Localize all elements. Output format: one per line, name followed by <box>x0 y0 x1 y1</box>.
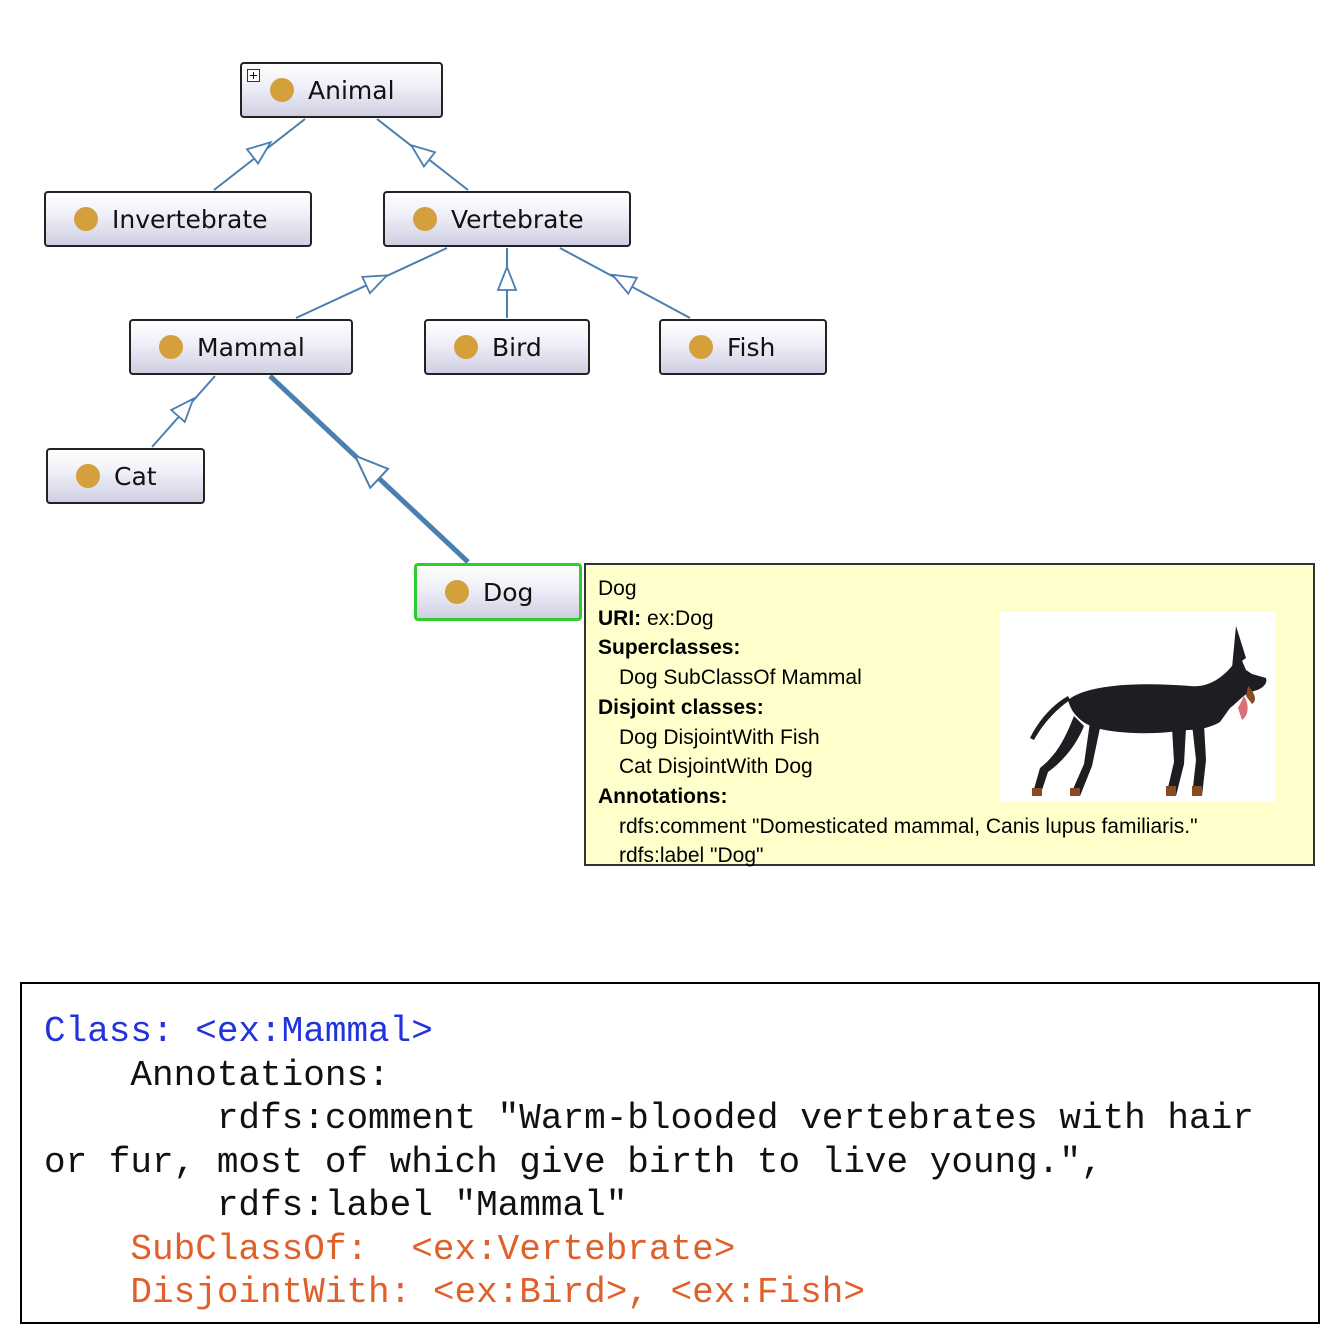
code-line: rdfs:comment "Warm-blooded vertebrates w… <box>44 1098 1254 1139</box>
class-icon <box>689 335 713 359</box>
uri-label: URI: <box>598 606 642 630</box>
class-icon <box>454 335 478 359</box>
superclasses-heading: Superclasses: <box>598 636 741 660</box>
node-label: Bird <box>492 332 542 362</box>
class-hierarchy-edges <box>151 118 691 564</box>
annotations-heading: Annotations: <box>598 784 728 808</box>
node-fish[interactable]: Fish <box>659 319 827 375</box>
tooltip-title: Dog <box>598 577 637 600</box>
node-invertebrate[interactable]: Invertebrate <box>44 191 312 247</box>
class-icon <box>445 580 469 604</box>
node-label: Invertebrate <box>112 204 268 234</box>
node-vertebrate[interactable]: Vertebrate <box>383 191 631 247</box>
disjoint-item: Dog DisjointWith Fish <box>619 725 820 749</box>
edge-vertebrate-animal <box>376 118 469 191</box>
disjoint-heading: Disjoint classes: <box>598 695 764 719</box>
edge-mammal-vertebrate <box>295 247 448 319</box>
edge-cat-mammal <box>151 375 216 448</box>
node-cat[interactable]: Cat <box>46 448 205 504</box>
node-label: Dog <box>483 577 534 607</box>
code-line: or fur, most of which give birth to live… <box>44 1141 1103 1183</box>
node-label: Fish <box>727 332 776 362</box>
edge-invertebrate-animal <box>213 118 306 191</box>
code-line: DisjointWith: <ex:Bird>, <ex:Fish> <box>44 1272 865 1313</box>
class-tooltip: Dog URI: ex:Dog Superclasses: Dog SubCla… <box>584 563 1315 867</box>
code-line: Class: <ex:Mammal> <box>44 1011 433 1052</box>
node-label: Vertebrate <box>451 204 584 234</box>
edge-fish-vertebrate <box>559 247 691 319</box>
expand-icon[interactable] <box>247 69 260 82</box>
uri-value: ex:Dog <box>647 606 714 630</box>
annotation-item: rdfs:label "Dog" <box>619 844 764 868</box>
disjoint-item: Cat DisjointWith Dog <box>619 755 813 779</box>
node-bird[interactable]: Bird <box>424 319 590 375</box>
node-dog[interactable]: Dog <box>414 563 582 621</box>
tooltip-uri: URI: ex:Dog <box>598 604 1301 634</box>
edge-dog-mammal <box>268 374 470 564</box>
code-line: Annotations: <box>44 1054 390 1096</box>
class-icon <box>413 207 437 231</box>
annotation-item: rdfs:comment "Domesticated mammal, Canis… <box>619 814 1198 838</box>
edge-bird-vertebrate <box>496 248 518 318</box>
superclass-item: Dog SubClassOf Mammal <box>619 666 862 690</box>
class-icon <box>74 207 98 231</box>
node-label: Animal <box>308 75 395 105</box>
node-animal[interactable]: Animal <box>240 62 443 118</box>
code-line: rdfs:label "Mammal" <box>44 1185 628 1226</box>
manchester-syntax-code: Class: <ex:Mammal> Annotations: rdfs:com… <box>20 982 1320 1324</box>
code-line: SubClassOf: <ex:Vertebrate> <box>44 1228 736 1270</box>
class-icon <box>270 78 294 102</box>
node-label: Mammal <box>197 332 305 362</box>
node-mammal[interactable]: Mammal <box>129 319 353 375</box>
node-label: Cat <box>114 461 157 491</box>
class-icon <box>159 335 183 359</box>
dog-image <box>1000 612 1275 802</box>
class-icon <box>76 464 100 488</box>
